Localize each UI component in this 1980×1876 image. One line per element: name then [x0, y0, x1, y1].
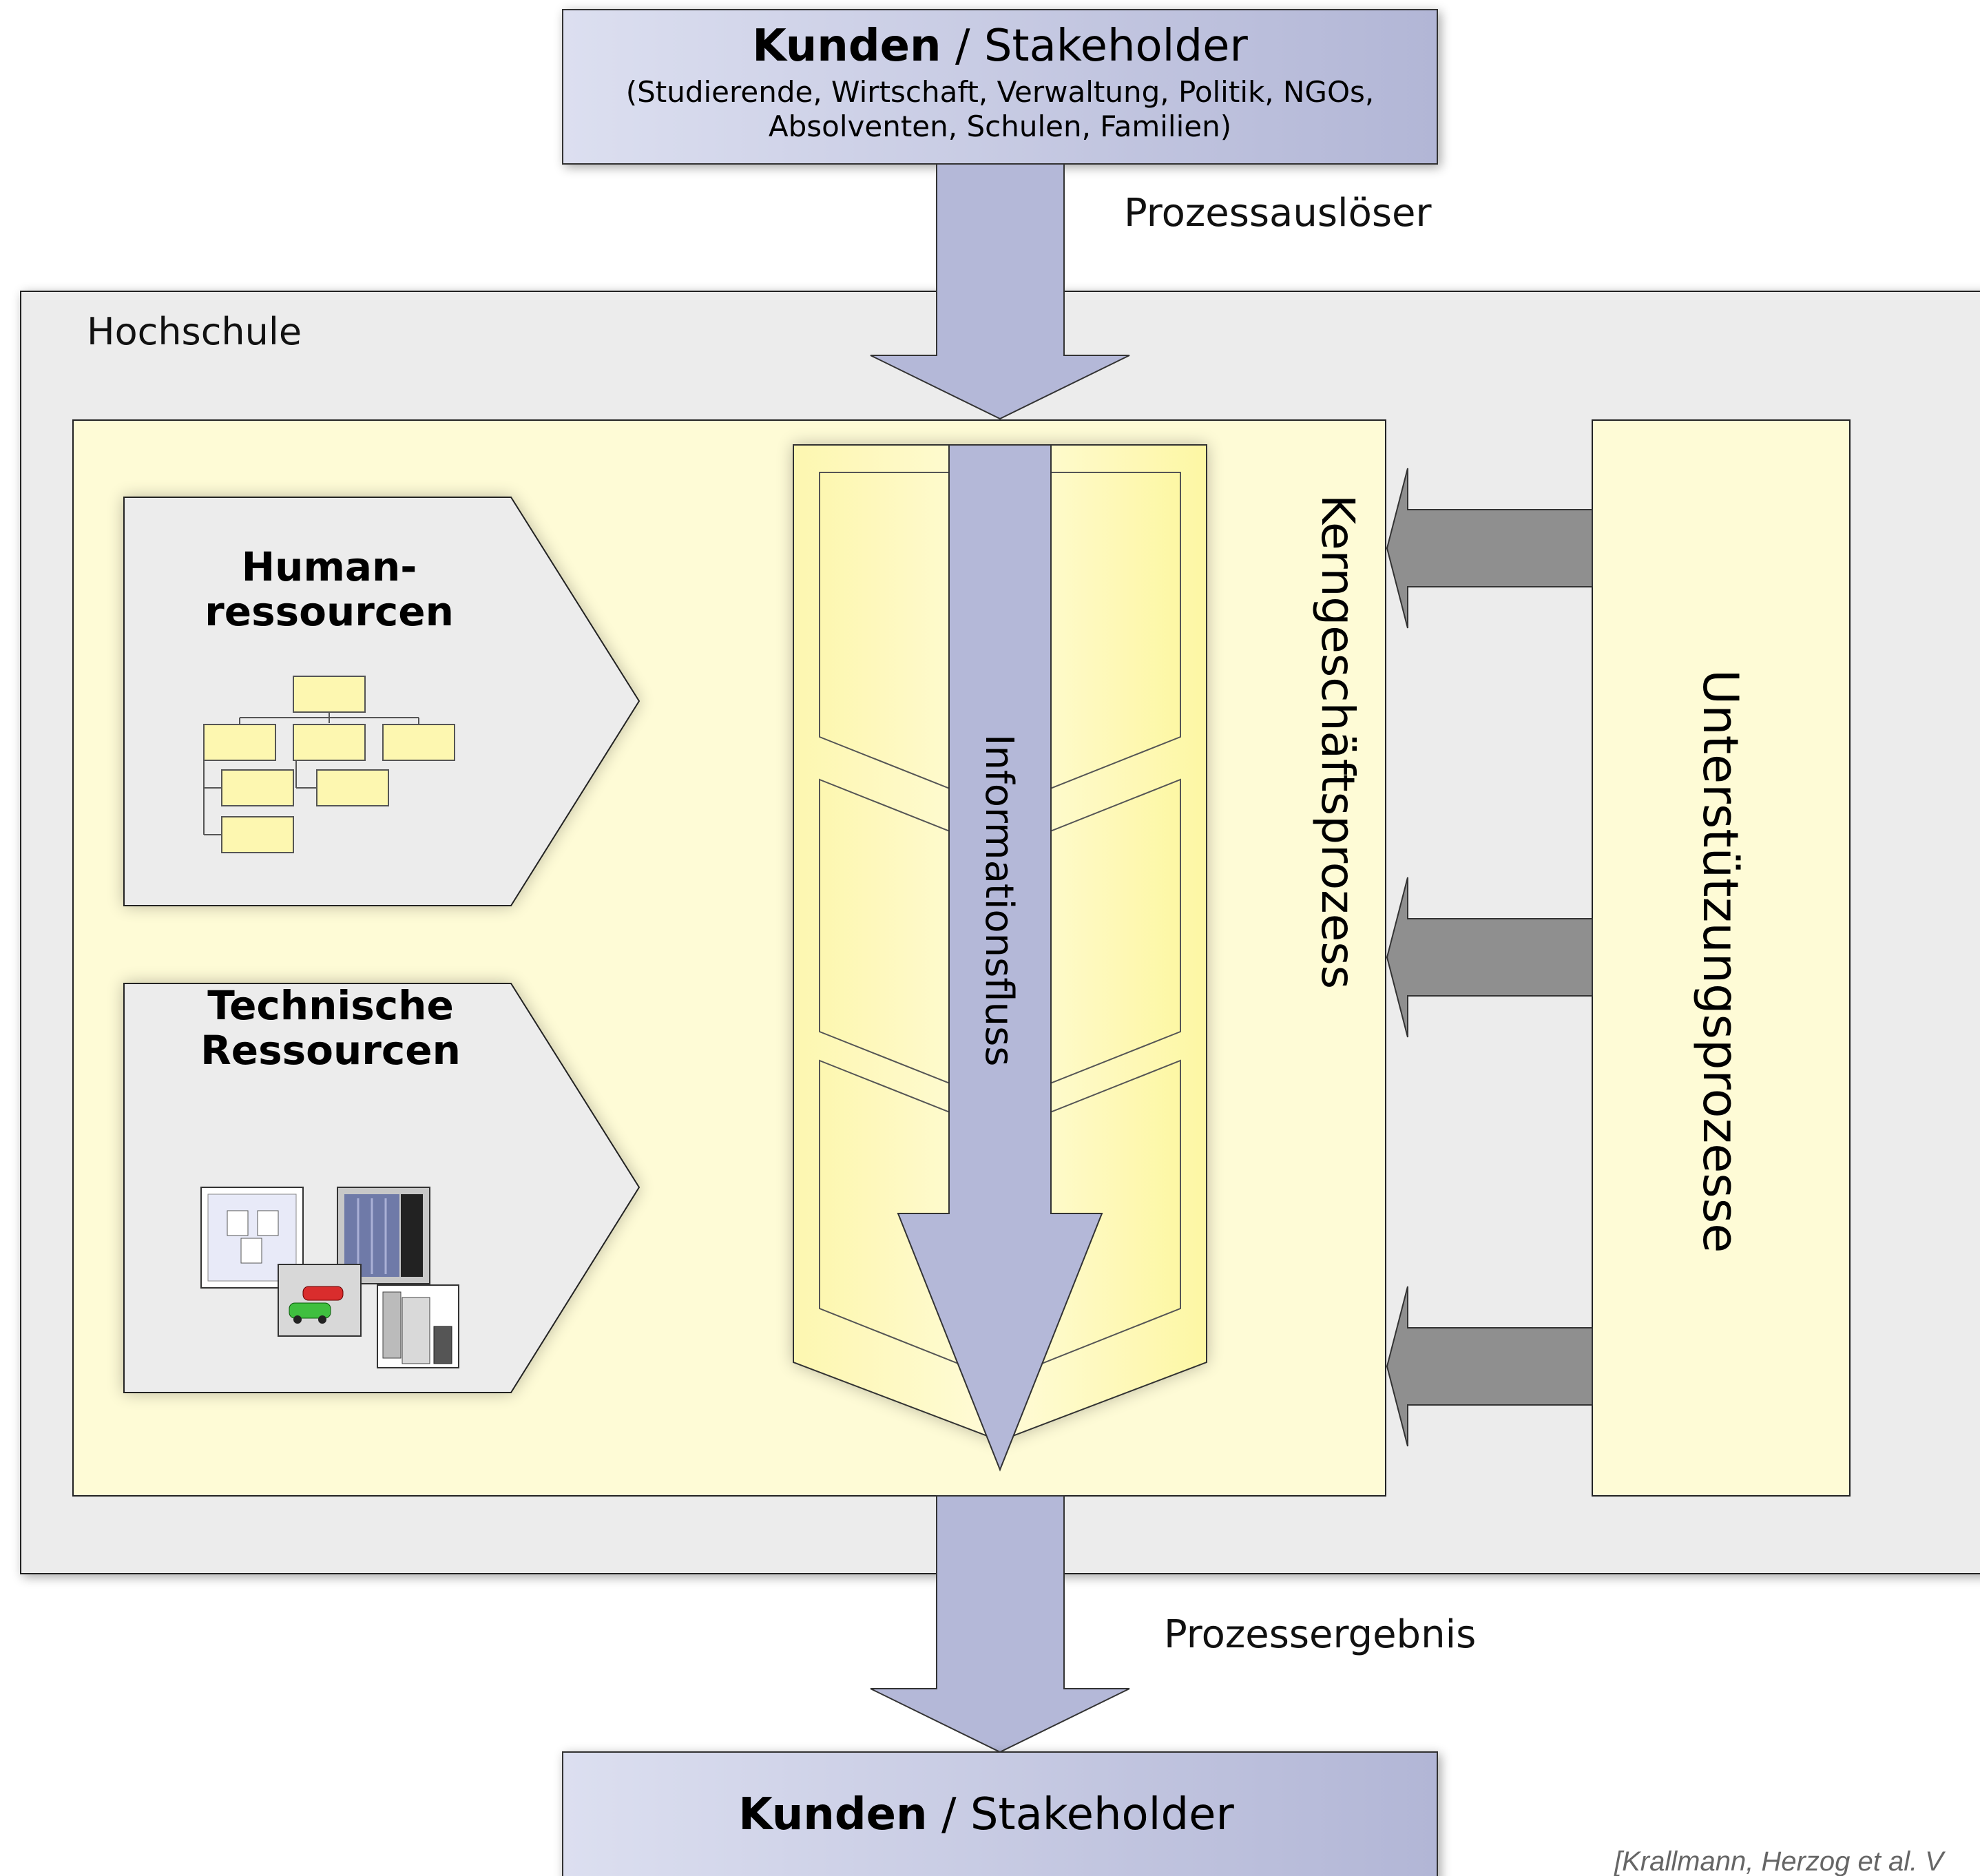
support-processes-box: Unterstützungsprozesse	[1592, 419, 1851, 1497]
support-arrow-3	[1386, 1286, 1593, 1447]
support-processes-label: Unterstützungsprozesse	[1692, 669, 1749, 1253]
technical-resources-title-1: Technische	[207, 982, 454, 1029]
bottom-stakeholder-title-rest: / Stakeholder	[928, 1789, 1235, 1840]
human-resources-title-1: Human-	[242, 543, 417, 590]
support-arrow-1	[1386, 468, 1593, 629]
result-label: Prozessergebnis	[1164, 1612, 1476, 1657]
information-flow-label: Informationsfluss	[977, 734, 1021, 1066]
result-arrow	[870, 1495, 1130, 1753]
top-stakeholder-title-bold: Kunden	[752, 21, 941, 72]
human-resources-title-2: ressourcen	[205, 588, 454, 635]
trigger-arrow	[870, 163, 1130, 420]
support-arrow-2	[1386, 877, 1593, 1038]
bottom-stakeholder-box: Kunden / Stakeholder	[562, 1751, 1438, 1876]
bottom-stakeholder-title-bold: Kunden	[738, 1789, 927, 1840]
technical-resources-block: Technische Ressourcen	[123, 982, 640, 1393]
trigger-label: Prozessauslöser	[1124, 191, 1432, 236]
value-chain	[793, 444, 1207, 1442]
institution-label: Hochschule	[87, 310, 302, 353]
top-stakeholder-subtitle-1: (Studierende, Wirtschaft, Verwaltung, Po…	[626, 75, 1375, 109]
top-stakeholder-title-rest: / Stakeholder	[941, 21, 1249, 72]
vehicles-icon	[278, 1264, 362, 1337]
org-chart-icon	[203, 676, 455, 853]
top-stakeholder-box: Kunden / Stakeholder (Studierende, Wirts…	[562, 9, 1438, 165]
svg-text:Kunden / Stakeholder: Kunden / Stakeholder	[738, 1789, 1234, 1840]
core-process-label: Kerngeschäftsprozess	[1311, 494, 1364, 989]
svg-text:Kunden / Stakeholder: Kunden / Stakeholder	[752, 21, 1248, 72]
top-stakeholder-subtitle-2: Absolventen, Schulen, Familien)	[769, 110, 1231, 143]
information-flow-arrow	[897, 444, 1103, 1472]
technical-resources-title-2: Ressourcen	[200, 1027, 461, 1074]
human-resources-block: Human- ressourcen	[123, 497, 640, 906]
citation-text: [Krallmann, Herzog et al. V	[1614, 1846, 1946, 1876]
workstation-icon	[377, 1284, 459, 1368]
